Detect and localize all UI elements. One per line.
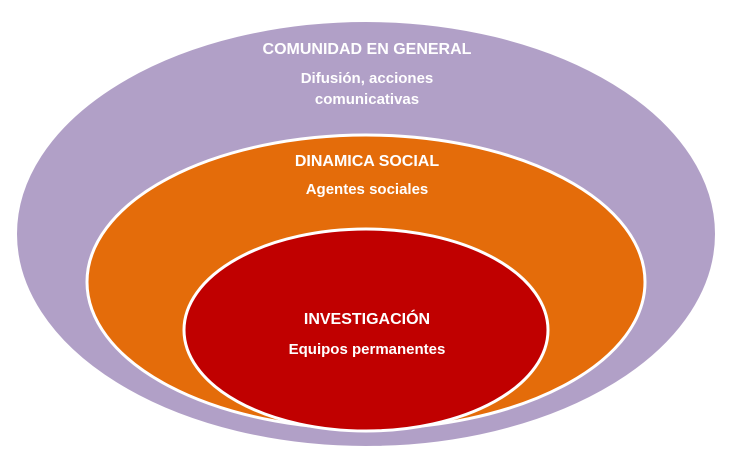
inner-title: INVESTIGACIÓN <box>303 311 431 328</box>
outer-title: COMUNIDAD EN GENERAL <box>262 41 472 58</box>
outer-subtitle-line-1: Difusión, acciones <box>300 70 434 87</box>
middle-subtitle: Agentes sociales <box>305 181 429 198</box>
inner-subtitle: Equipos permanentes <box>288 341 446 358</box>
inner-ellipse-investigacion <box>182 227 550 433</box>
middle-title: DINAMICA SOCIAL <box>294 153 440 170</box>
outer-subtitle-line-2: comunicativas <box>314 91 420 108</box>
